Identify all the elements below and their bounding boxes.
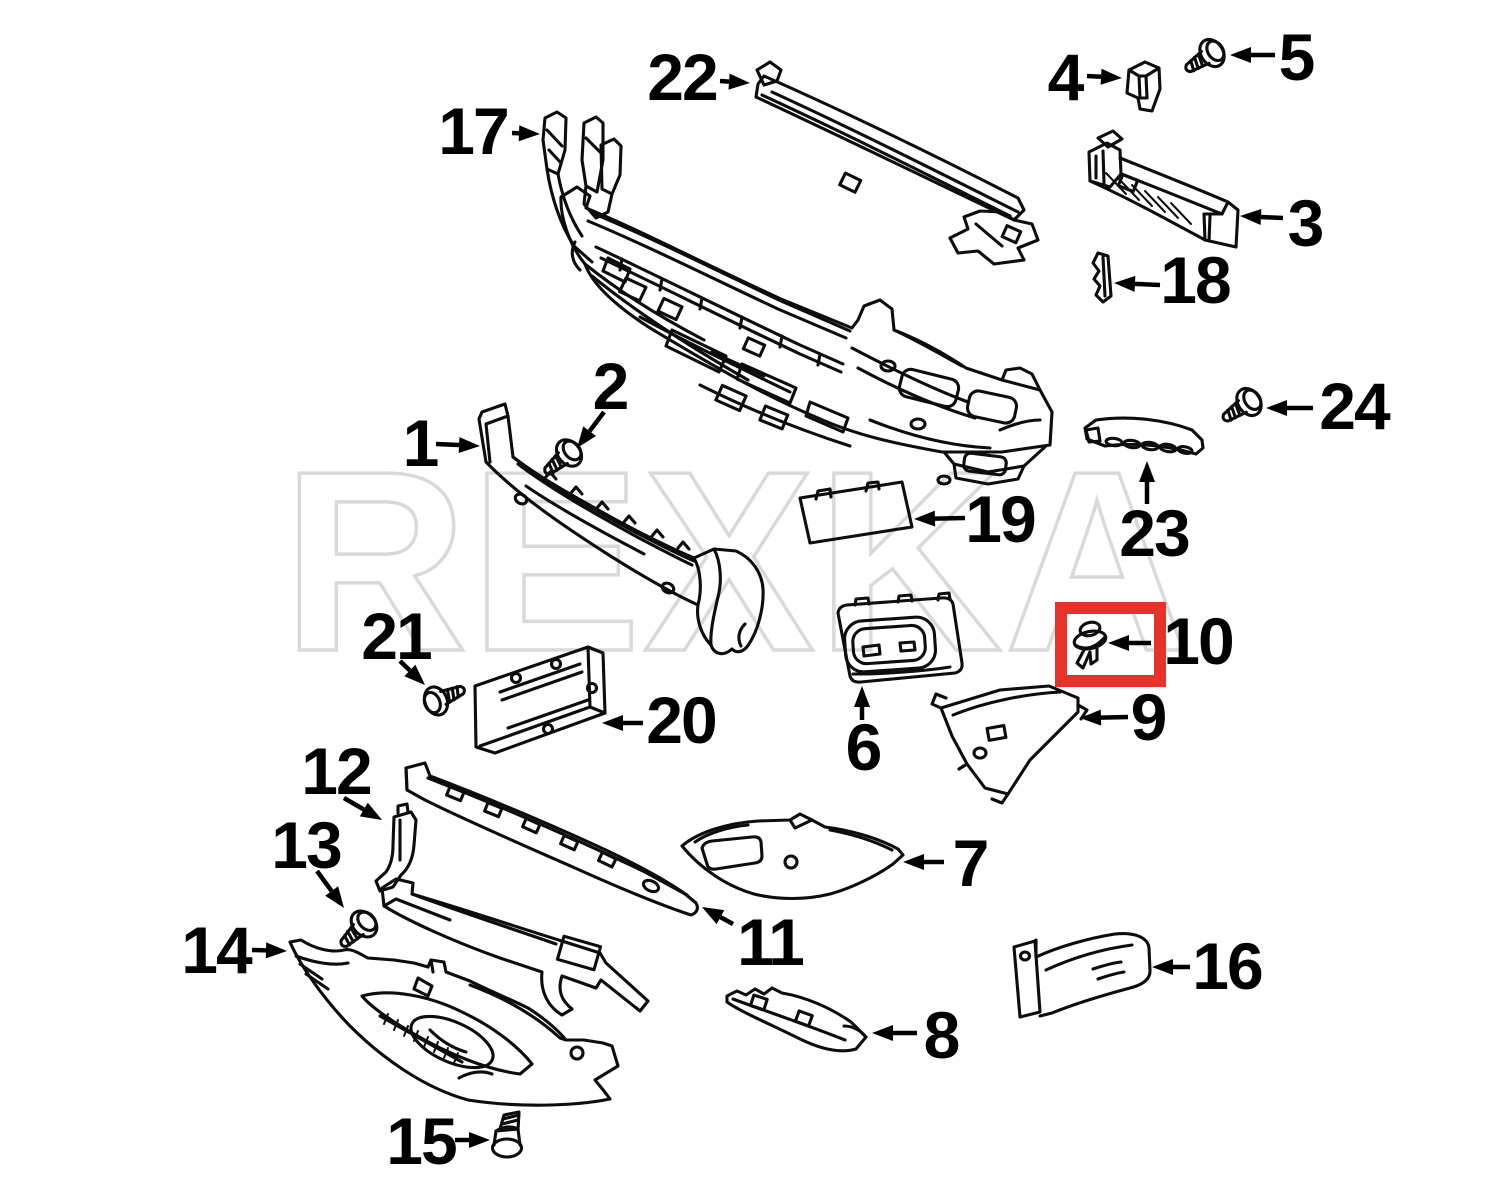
svg-text:20: 20 xyxy=(646,683,715,757)
svg-text:21: 21 xyxy=(361,599,431,673)
svg-text:15: 15 xyxy=(386,1104,456,1178)
svg-text:7: 7 xyxy=(953,826,988,900)
svg-text:8: 8 xyxy=(924,998,959,1072)
svg-text:4: 4 xyxy=(1048,40,1085,114)
svg-text:11: 11 xyxy=(737,905,803,979)
svg-text:14: 14 xyxy=(181,913,253,987)
svg-text:23: 23 xyxy=(1119,496,1189,570)
svg-text:24: 24 xyxy=(1319,369,1391,443)
svg-text:10: 10 xyxy=(1163,604,1232,678)
svg-text:REXKA: REXKA xyxy=(282,418,1192,705)
svg-text:12: 12 xyxy=(301,734,371,808)
svg-text:13: 13 xyxy=(271,808,341,882)
svg-text:18: 18 xyxy=(1160,243,1230,317)
svg-text:17: 17 xyxy=(438,94,507,168)
svg-text:19: 19 xyxy=(965,482,1035,556)
svg-text:6: 6 xyxy=(846,710,881,784)
svg-text:16: 16 xyxy=(1192,929,1262,1003)
svg-text:1: 1 xyxy=(403,406,438,480)
svg-text:5: 5 xyxy=(1279,20,1314,94)
svg-text:2: 2 xyxy=(593,349,628,423)
svg-text:22: 22 xyxy=(647,40,717,114)
svg-text:9: 9 xyxy=(1131,680,1166,754)
svg-text:3: 3 xyxy=(1288,186,1323,260)
